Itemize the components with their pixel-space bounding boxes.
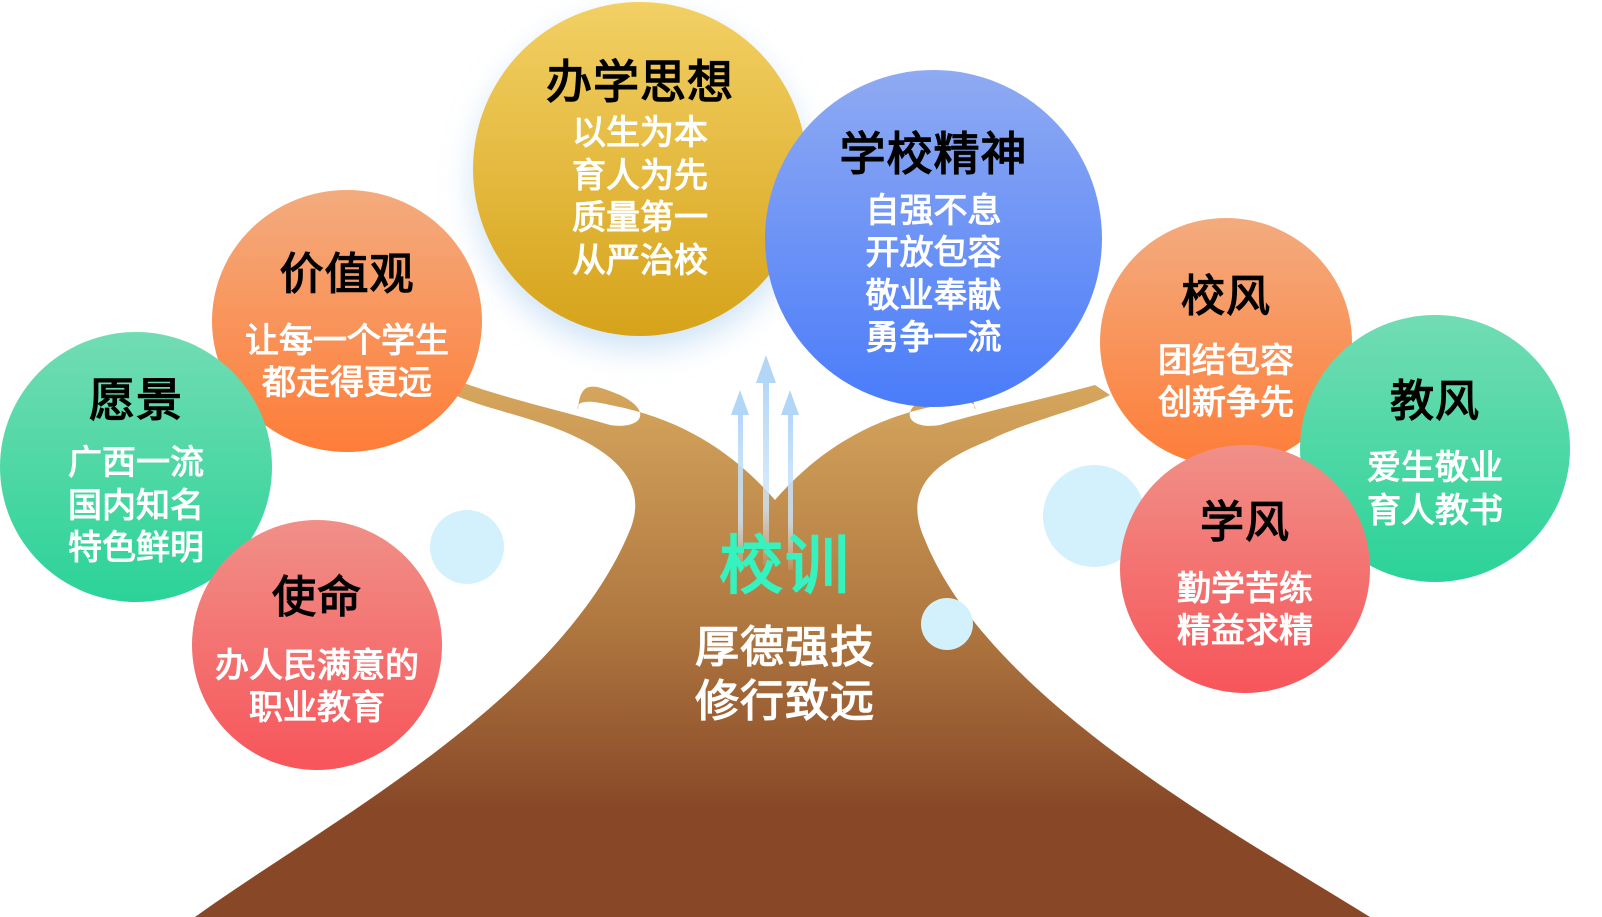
bubble-title: 校风 [1181, 270, 1271, 322]
growth-arrows-icon [731, 355, 799, 570]
bubble-line: 勤学苦练 [1177, 568, 1313, 609]
bubble-title: 使命 [272, 571, 362, 623]
school-motto: 校训 厚德强技 修行致远 [660, 515, 910, 728]
bubble-study-style: 学风 勤学苦练 精益求精 [1120, 445, 1370, 693]
bubble-line: 广西一流 [68, 443, 204, 484]
bubble-line: 都走得更远 [262, 363, 432, 403]
motto-line: 厚德强技 [695, 622, 875, 673]
bubble-line: 以生为本 [572, 113, 708, 153]
bubble-philosophy: 办学思想 以生为本 育人为先 质量第一 从严治校 [473, 2, 807, 336]
bubble-line: 让每一个学生 [245, 320, 449, 361]
bubble-mission: 使命 办人民满意的 职业教育 [192, 520, 442, 770]
bubble-line: 育人教书 [1367, 490, 1503, 531]
bubble-line: 从严治校 [572, 240, 708, 281]
bubble-line: 敬业奉献 [865, 275, 1002, 316]
decor-circle [430, 510, 504, 584]
motto-heading: 校训 [719, 530, 851, 604]
bubble-title: 办学思想 [546, 55, 734, 109]
bubble-line: 办人民满意的 [215, 645, 419, 686]
trunk [195, 380, 1370, 917]
motto-line: 修行致远 [695, 675, 875, 727]
bubble-line: 自强不息 [865, 190, 1002, 231]
bubble-line: 精益求精 [1177, 611, 1313, 651]
bubble-title: 愿景 [89, 373, 183, 428]
bubble-line: 国内知名 [68, 485, 204, 526]
bubble-line: 质量第一 [572, 198, 708, 238]
bubble-title: 学风 [1200, 496, 1290, 548]
bubble-title: 教风 [1390, 376, 1480, 427]
bubble-line: 创新争先 [1158, 383, 1294, 423]
bubble-line: 职业教育 [249, 688, 385, 728]
bubble-line: 特色鲜明 [68, 528, 204, 569]
decor-circle [921, 598, 973, 650]
bubble-line: 开放包容 [865, 233, 1002, 273]
bubble-title: 学校精神 [839, 126, 1028, 181]
bubble-line: 勇争一流 [865, 318, 1002, 358]
bubble-line: 团结包容 [1158, 340, 1294, 381]
bubble-spirit: 学校精神 自强不息 开放包容 敬业奉献 勇争一流 [765, 70, 1102, 407]
bubble-line: 育人为先 [572, 155, 708, 196]
bubble-title: 价值观 [279, 248, 415, 300]
bubble-line: 爱生敬业 [1367, 448, 1503, 488]
